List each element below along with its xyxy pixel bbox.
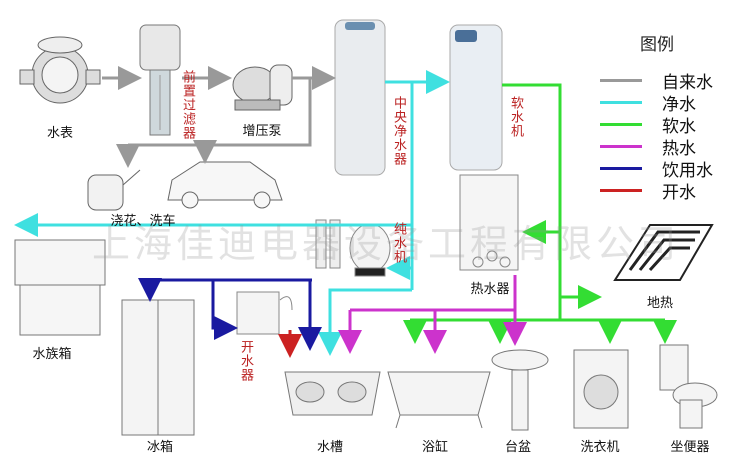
legend-item: 饮用水: [600, 156, 713, 181]
water-meter-icon: [19, 36, 101, 104]
label-softener: 软水机: [508, 96, 523, 138]
label-toilet: 坐便器: [670, 440, 710, 455]
fridge-icon: [121, 299, 195, 436]
legend-swatch: [600, 79, 642, 82]
watermark: 上海佳迪电器设备工程有限公司: [92, 222, 681, 266]
label-ro: 纯水机: [391, 222, 406, 264]
label-bathtub: 浴缸: [421, 440, 449, 455]
purified-water-lines: [14, 70, 450, 356]
legend-swatch: [600, 101, 642, 104]
central-purifier-icon: [334, 19, 386, 176]
label-floor-heat: 地热: [646, 296, 674, 311]
washer-icon: [573, 349, 629, 429]
legend-item: 热水: [600, 134, 696, 159]
legend-label: 软水: [662, 117, 696, 137]
label-garden-car: 浇花、洗车: [110, 214, 176, 229]
label-basin: 台盆: [504, 440, 532, 455]
soft-water-lines: [403, 83, 677, 344]
sink-icon: [284, 371, 381, 416]
label-pump: 增压泵: [242, 124, 282, 139]
hot-water-lines: [338, 275, 527, 354]
legend-label: 自来水: [662, 73, 713, 93]
basin-icon: [491, 349, 549, 431]
legend-label: 净水: [662, 95, 696, 115]
legend-swatch: [600, 123, 642, 126]
prefilter-icon: [139, 24, 181, 136]
tap-water-lines: [102, 66, 336, 168]
label-fridge: 冰箱: [146, 440, 174, 455]
boiler-icon: [236, 291, 293, 335]
legend-item: 软水: [600, 112, 696, 137]
drinking-water-lines: [138, 278, 322, 351]
legend-swatch: [600, 167, 642, 170]
legend-label: 热水: [662, 139, 696, 159]
legend-item: 净水: [600, 90, 696, 115]
legend-title: 图例: [640, 35, 674, 55]
label-heater: 热水器: [470, 282, 510, 297]
legend-item: 自来水: [600, 68, 713, 93]
aquarium-icon: [14, 239, 106, 336]
label-boiler: 开水器: [238, 340, 253, 382]
legend-swatch: [600, 145, 642, 148]
car-icon: [167, 161, 283, 209]
label-sink: 水槽: [316, 440, 344, 455]
toilet-icon: [659, 344, 718, 429]
water-heater-icon: [459, 174, 519, 271]
label-prefilter: 前置过滤器: [180, 70, 195, 140]
label-washer: 洗衣机: [580, 440, 620, 455]
legend-item: 开水: [600, 178, 696, 203]
softener-icon: [449, 24, 503, 171]
label-meter: 水表: [46, 126, 74, 141]
bathtub-icon: [387, 371, 491, 429]
legend-label: 饮用水: [662, 161, 713, 181]
floor-heating-icon: [613, 224, 714, 281]
label-aquarium: 水族箱: [32, 347, 72, 362]
legend-swatch: [600, 189, 642, 192]
watering-can-icon: [87, 169, 141, 211]
legend-label: 开水: [662, 183, 696, 203]
booster-pump-icon: [232, 64, 293, 111]
label-central-purifier: 中央净水器: [391, 96, 406, 166]
